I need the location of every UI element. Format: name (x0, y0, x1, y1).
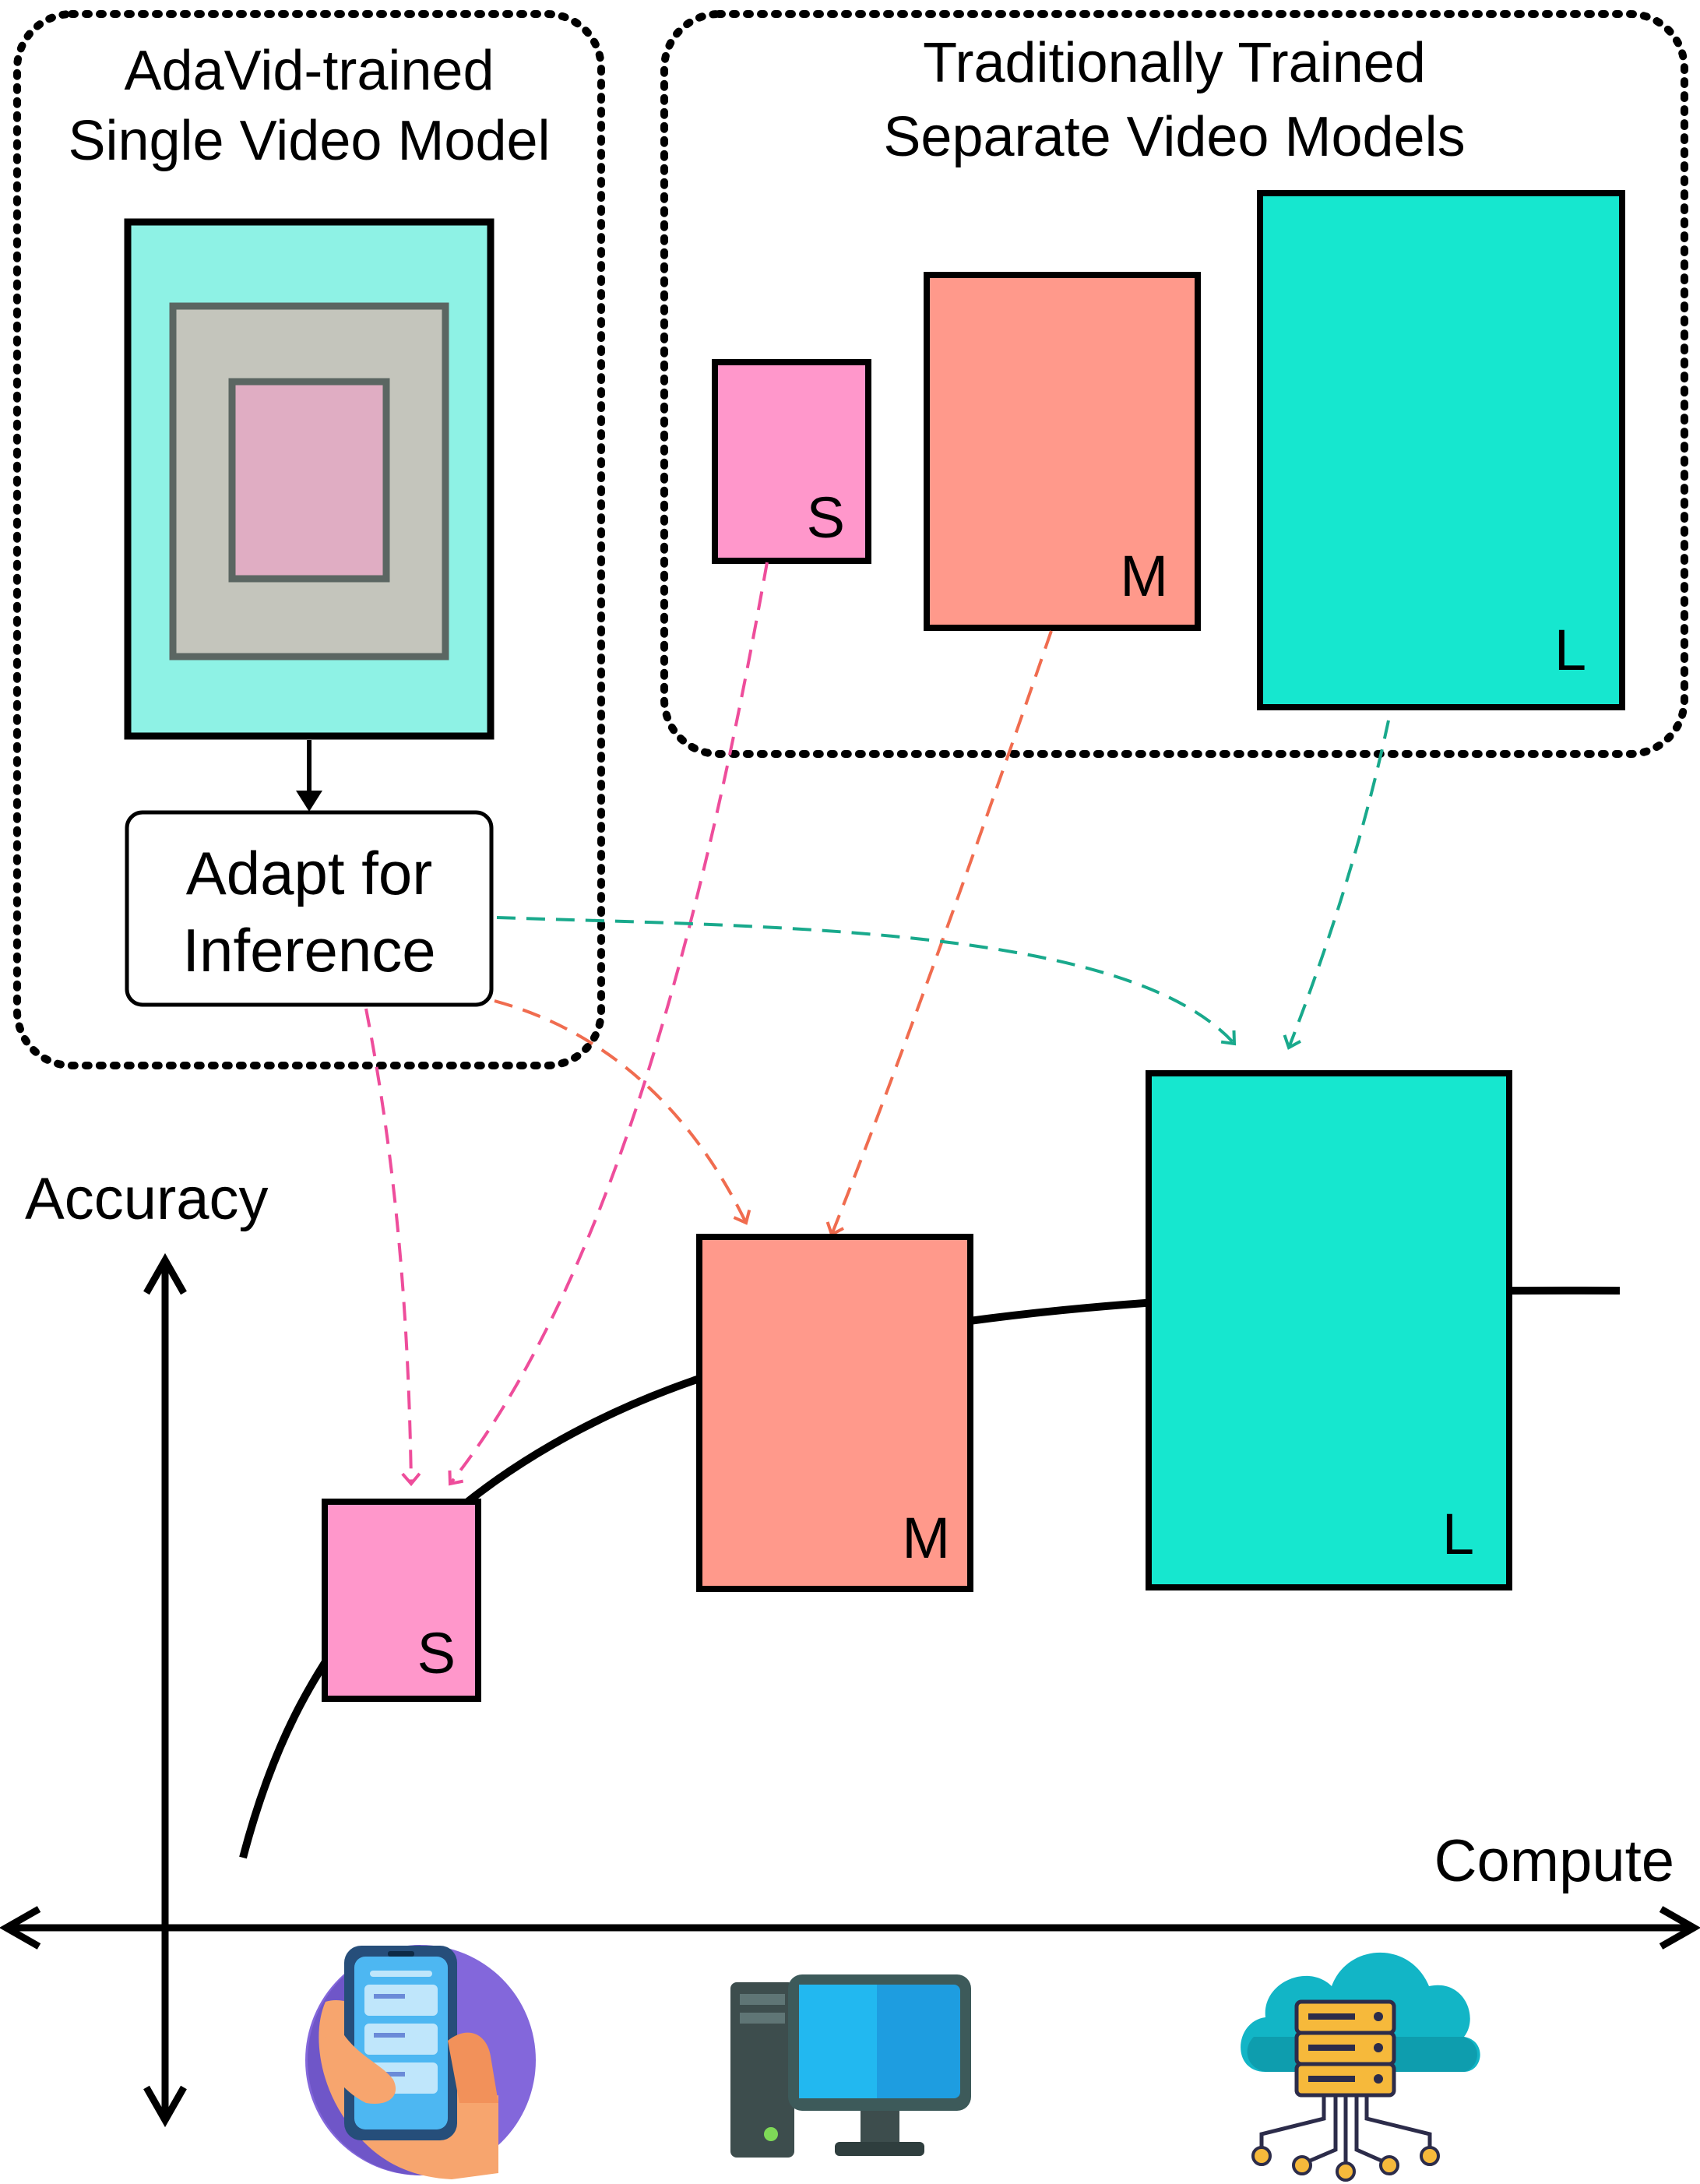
arrow-adapt-to-m (494, 999, 751, 1225)
plot-model-l: L (1146, 1070, 1512, 1590)
traditional-model-m: M (924, 272, 1201, 631)
adavid-title-line1: AdaVid-trained (125, 40, 495, 102)
x-axis-label: Compute (1434, 1828, 1674, 1894)
desktop-computer-icon (730, 1974, 971, 2158)
x-axis-arrow-right (1659, 1906, 1700, 1950)
smartphone-icon (305, 1945, 536, 2179)
arrow-traditional-l-to-l (1283, 720, 1390, 1050)
y-axis-arrow-bottom (143, 2085, 187, 2128)
y-axis-arrow-top (143, 1252, 187, 1295)
traditional-title-line1: Traditionally Trained (923, 32, 1426, 94)
adavid-nested-model (124, 218, 495, 740)
traditional-title-line2: Separate Video Models (883, 106, 1465, 168)
plot-model-l-label: L (1442, 1502, 1474, 1566)
adapt-line1: Adapt for (186, 839, 433, 907)
adavid-model-small (228, 378, 390, 583)
traditional-model-l: L (1257, 190, 1625, 710)
cloud-server-icon (1241, 1952, 1480, 2182)
dashed-arrows (364, 562, 1390, 1487)
arrow-traditional-s-to-s (448, 562, 769, 1486)
adavid-panel: AdaVid-trained Single Video Model Adapt … (13, 10, 605, 1069)
adapt-for-inference-box: Adapt for Inference (125, 810, 494, 1007)
traditional-model-s: S (712, 359, 871, 564)
traditional-model-m-label: M (1120, 544, 1168, 608)
adapt-line2: Inference (182, 916, 435, 985)
plot-model-s-label: S (417, 1621, 456, 1686)
arrow-traditional-m-to-m (825, 630, 1053, 1237)
traditional-panel: Traditionally Trained Separate Video Mod… (660, 10, 1688, 758)
plot-model-m: M (696, 1234, 973, 1592)
adavid-down-arrow-head (296, 791, 322, 812)
arrow-adapt-to-l (496, 916, 1237, 1046)
arrow-adapt-to-s (364, 1008, 421, 1487)
plot-model-m-label: M (902, 1506, 950, 1570)
adavid-title-line2: Single Video Model (68, 110, 550, 172)
plot-model-s: S (322, 1499, 481, 1702)
traditional-model-l-label: L (1554, 618, 1586, 682)
traditional-model-s-label: S (807, 485, 845, 550)
y-axis-label: Accuracy (25, 1166, 269, 1232)
plot-axes: Accuracy Compute (0, 1166, 1700, 2128)
adavid-panel-border (13, 10, 605, 1069)
x-axis-arrow-left (0, 1906, 41, 1950)
traditional-panel-border (660, 10, 1688, 758)
